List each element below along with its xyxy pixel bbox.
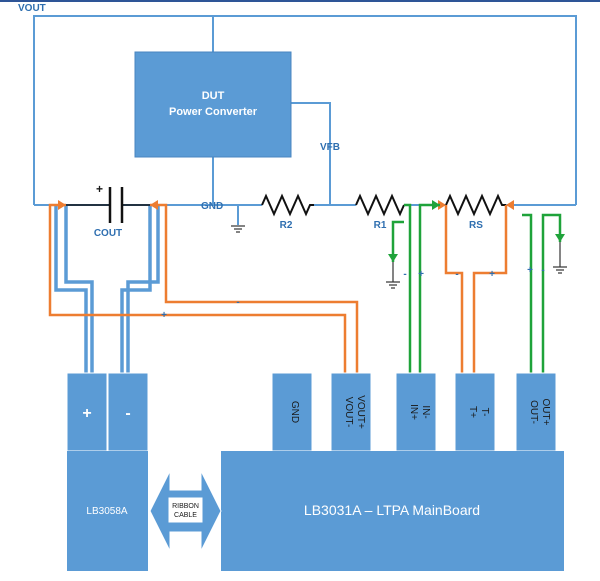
resistor-r1 <box>355 193 405 217</box>
r1-gnd-wire <box>391 220 404 262</box>
r2-label: R2 <box>280 220 293 231</box>
minus-cable-2 <box>120 205 152 375</box>
vout-label: VOUT <box>18 3 46 14</box>
in-plus-wire <box>404 203 412 375</box>
out-minus-wire <box>541 213 562 375</box>
arrow-icon <box>555 234 565 242</box>
t-minus-sign: - <box>455 269 458 280</box>
ground-icon <box>386 281 400 289</box>
cout-label: COUT <box>94 228 122 239</box>
in-minus-sign: - <box>403 269 406 280</box>
vout-connector-label-1: VOUT- <box>343 397 354 428</box>
in-plus-sign: + <box>418 269 424 280</box>
mainboard <box>221 451 564 571</box>
out-connector-label-2: OUT+ <box>540 399 551 426</box>
in-connector-label-2: IN- <box>420 405 431 418</box>
out-plus-wire <box>522 213 533 375</box>
minus-connector-label: - <box>125 405 130 422</box>
dut-subtitle: Power Converter <box>169 106 258 118</box>
gnd-connector <box>271 372 313 452</box>
t-plus-sign: + <box>489 269 495 280</box>
t-connector-label-2: T- <box>479 408 490 417</box>
ribbon-label-2: CABLE <box>174 512 197 519</box>
plus-cable <box>54 205 88 375</box>
ribbon-cable-tag <box>167 496 204 524</box>
orange-arrows <box>58 200 514 210</box>
in-connector <box>395 372 437 452</box>
in-connector-label-1: IN+ <box>408 404 419 420</box>
out-plus-sign: + <box>527 265 533 276</box>
t-plus-wire <box>472 205 508 375</box>
arrow-icon <box>438 200 446 210</box>
capacitor-cout <box>108 187 124 223</box>
minus-cable <box>126 205 160 375</box>
plus-cable-2 <box>64 205 94 375</box>
arrow-icon <box>506 200 514 210</box>
vout-connector-label-2: VOUT+ <box>355 395 366 429</box>
out-connector-label-1: OUT- <box>528 400 539 424</box>
gnd-label: GND <box>201 201 223 212</box>
lb3058a-label: LB3058A <box>86 506 127 517</box>
gnd-connector-label: GND <box>289 401 300 423</box>
green-arrows <box>388 200 565 262</box>
bus-plus-sign: + <box>161 310 167 321</box>
in-minus-wire <box>418 203 440 375</box>
plus-connector-label: + <box>82 405 91 422</box>
vout-minus-wire <box>150 203 359 375</box>
dut-title: DUT <box>202 90 225 102</box>
lb3058a-board <box>67 451 148 571</box>
ground-icon <box>553 266 567 274</box>
cap-plus-sign: + <box>96 182 103 196</box>
ribbon-label-1: RIBBON <box>172 503 199 510</box>
ground-icon <box>231 225 245 233</box>
connector-blocks <box>66 372 557 452</box>
arrow-icon <box>150 200 158 210</box>
arrow-icon <box>58 200 66 210</box>
t-connector <box>454 372 496 452</box>
out-minus-sign: - <box>541 265 544 276</box>
t-connector-label-1: T+ <box>467 406 478 418</box>
ground-symbols <box>231 225 567 289</box>
vout-connector <box>330 372 372 452</box>
arrow-icon <box>388 254 398 262</box>
mainboard-label: LB3031A – LTPA MainBoard <box>304 502 480 518</box>
t-minus-wire <box>444 205 464 375</box>
vfb-label: VFB <box>320 142 340 153</box>
orange-wires <box>48 203 508 375</box>
vout-plus-wire <box>48 203 347 375</box>
bus-minus-sign: - <box>236 297 239 308</box>
out-connector <box>515 372 557 452</box>
resistor-r2 <box>261 193 314 217</box>
plus-connector <box>66 372 108 452</box>
resistor-rs <box>445 193 506 217</box>
vout-rail-wire <box>33 15 577 205</box>
blue-wires <box>33 15 577 375</box>
rs-label: RS <box>469 220 483 231</box>
vfb-wire <box>291 102 331 205</box>
r1-label: R1 <box>374 220 387 231</box>
dut-block <box>134 51 292 158</box>
arrow-icon <box>432 200 440 210</box>
